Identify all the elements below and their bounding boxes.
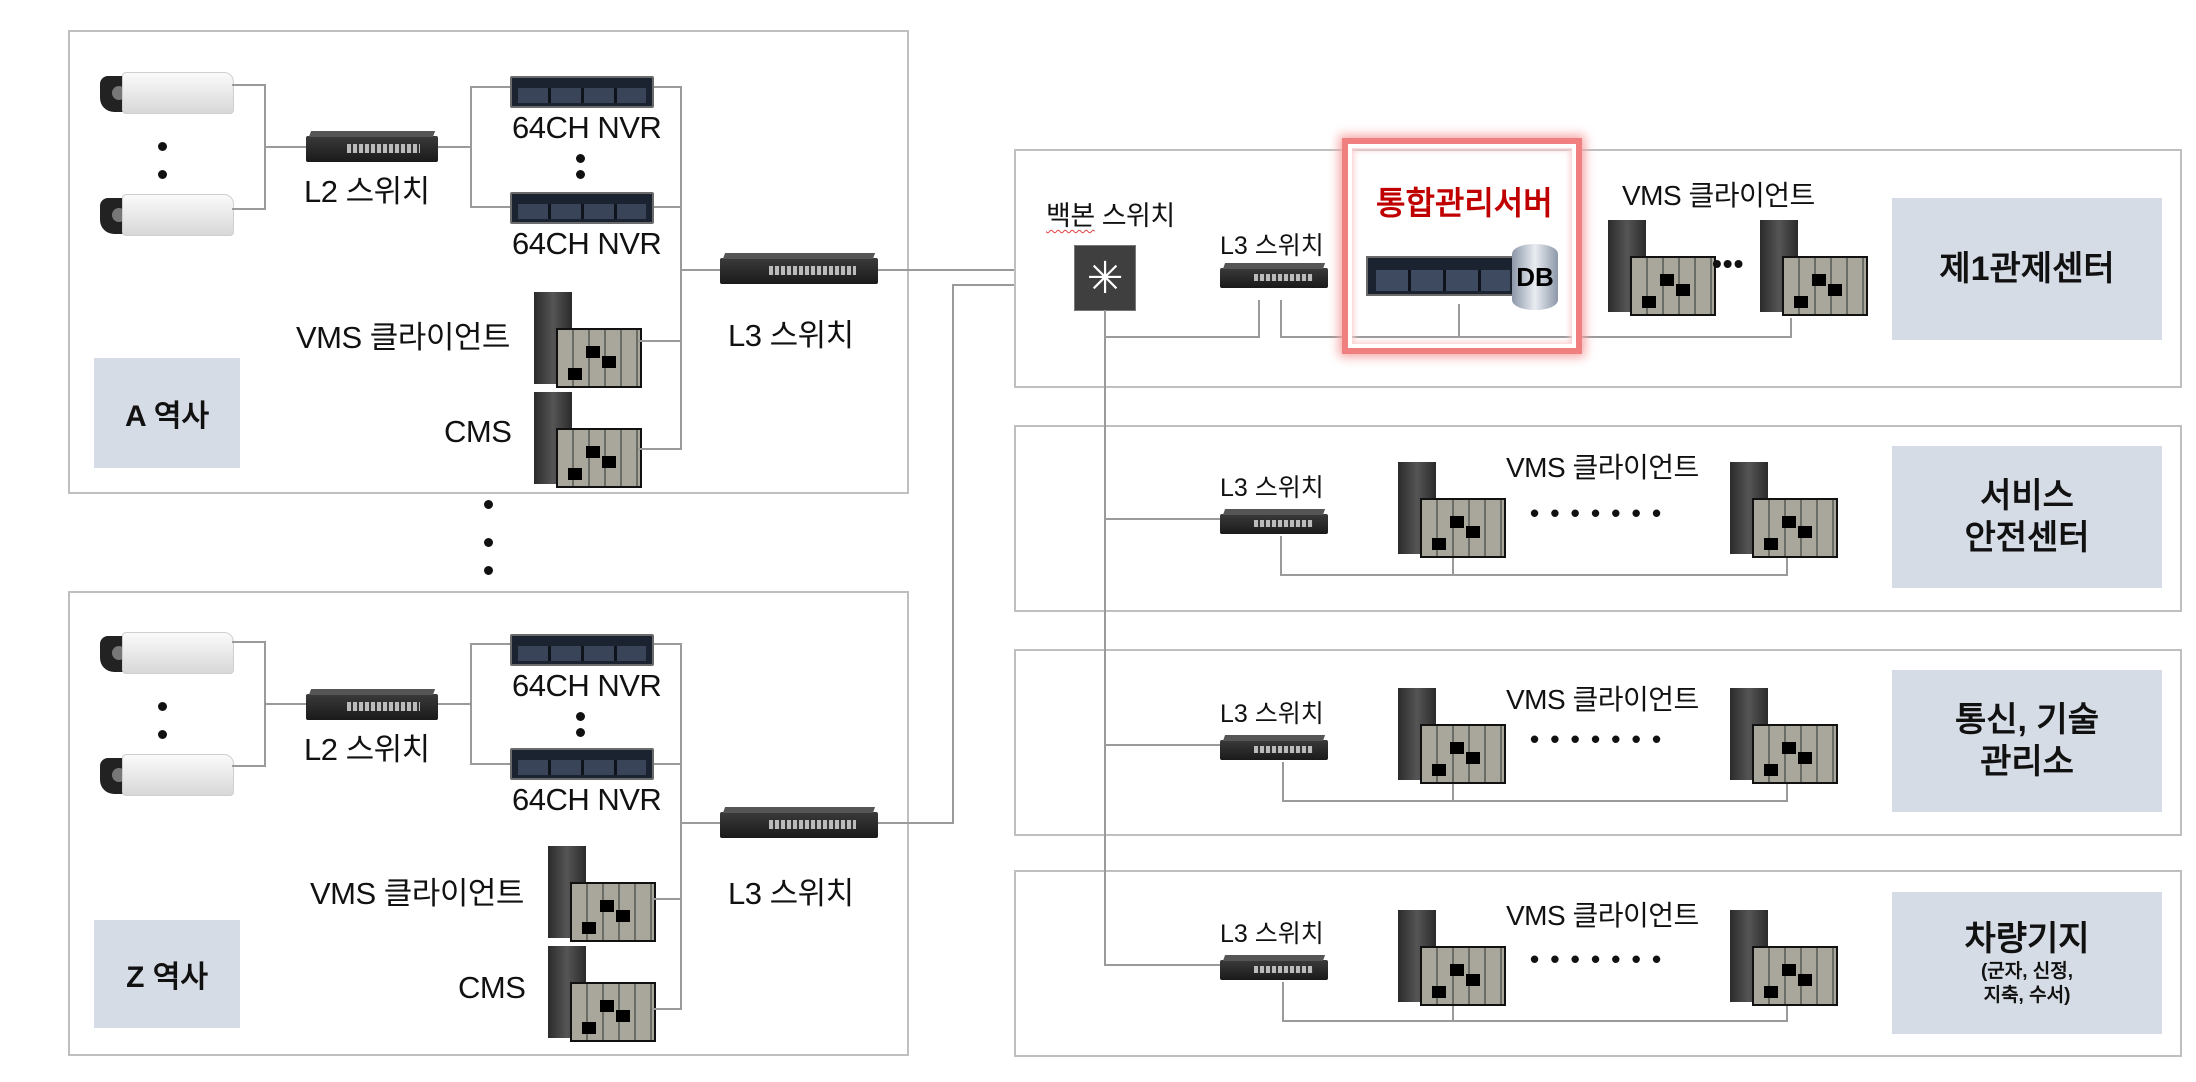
nvr-icon	[510, 634, 654, 666]
l3-switch-label: L3 스위치	[728, 318, 854, 353]
ellipsis: •••	[1712, 248, 1745, 279]
center4-l3-switch-label: L3 스위치	[1220, 920, 1324, 948]
vms-client-workstation-icon	[1730, 688, 1838, 784]
center1-label: 제1관제센터	[1892, 198, 2162, 340]
l2-switch-icon	[306, 694, 438, 720]
cms-workstation-icon	[548, 946, 656, 1042]
vms-client-workstation-icon	[1398, 910, 1506, 1006]
camera-icon	[100, 192, 235, 242]
integrated-server-title: 통합관리서버	[1376, 185, 1553, 221]
center2-l3-switch-label: L3 스위치	[1220, 474, 1324, 502]
nvr-label: 64CH NVR	[512, 110, 662, 145]
station-a-label: A 역사	[94, 358, 240, 468]
ellipsis-dot	[158, 170, 167, 179]
camera-icon	[100, 70, 235, 120]
vms-client-workstation-icon	[1398, 462, 1506, 558]
backbone-switch-icon: ✳	[1074, 245, 1136, 311]
center4-vms-client-label: VMS 클라이언트	[1506, 900, 1699, 931]
vms-client-workstation-icon	[1608, 220, 1716, 316]
l3-switch-icon	[720, 812, 878, 838]
ellipsis-dot	[484, 566, 493, 575]
camera-icon	[100, 752, 235, 802]
integrated-server-highlight	[1342, 138, 1582, 354]
database-icon: DB	[1512, 244, 1558, 310]
ellipsis-dot	[576, 170, 585, 179]
l3-switch-icon	[1220, 268, 1328, 288]
ellipsis-dot	[484, 500, 493, 509]
l3-switch-icon	[720, 258, 878, 284]
ellipsis-dot	[158, 702, 167, 711]
nvr-label: 64CH NVR	[512, 226, 662, 261]
integrated-server-icon	[1366, 256, 1520, 296]
nvr-icon	[510, 192, 654, 224]
nvr-icon	[510, 76, 654, 108]
backbone-switch-label: 백본 스위치	[1046, 201, 1175, 231]
vms-client-workstation-icon	[1760, 220, 1868, 316]
nvr-icon	[510, 748, 654, 780]
vms-client-workstation-icon	[1730, 910, 1838, 1006]
l3-switch-icon	[1220, 514, 1328, 534]
ellipsis-dot	[576, 154, 585, 163]
l2-switch-label: L2 스위치	[304, 174, 430, 209]
ellipsis: • • • • • • •	[1530, 724, 1664, 754]
ellipsis-dot	[158, 730, 167, 739]
ellipsis-dot	[484, 538, 493, 547]
center2-vms-client-label: VMS 클라이언트	[1506, 452, 1699, 483]
cms-workstation-icon	[534, 392, 642, 488]
l3-switch-label: L3 스위치	[728, 876, 854, 911]
cms-label: CMS	[444, 414, 512, 449]
l3-switch-icon	[1220, 960, 1328, 980]
camera-icon	[100, 630, 235, 680]
center3-vms-client-label: VMS 클라이언트	[1506, 684, 1699, 715]
vms-client-label: VMS 클라이언트	[310, 876, 524, 911]
center3-l3-switch-label: L3 스위치	[1220, 700, 1324, 728]
l3-switch-icon	[1220, 740, 1328, 760]
vms-client-workstation-icon	[1730, 462, 1838, 558]
center2-label: 서비스 안전센터	[1892, 446, 2162, 588]
ellipsis-dot	[158, 142, 167, 151]
l2-switch-icon	[306, 136, 438, 162]
vms-client-workstation-icon	[534, 292, 642, 388]
ellipsis: • • • • • • •	[1530, 944, 1664, 974]
center1-l3-switch-label: L3 스위치	[1220, 232, 1324, 260]
vms-client-label: VMS 클라이언트	[296, 320, 510, 355]
ellipsis-dot	[576, 728, 585, 737]
vms-client-workstation-icon	[548, 846, 656, 942]
center3-label: 통신, 기술 관리소	[1892, 670, 2162, 812]
ellipsis: • • • • • • •	[1530, 498, 1664, 528]
vms-client-workstation-icon	[1398, 688, 1506, 784]
nvr-label: 64CH NVR	[512, 668, 662, 703]
nvr-label: 64CH NVR	[512, 782, 662, 817]
ellipsis-dot	[576, 712, 585, 721]
center4-label: 차량기지 (군자, 신정, 지축, 수서)	[1892, 892, 2162, 1034]
l2-switch-label: L2 스위치	[304, 732, 430, 767]
station-z-label: Z 역사	[94, 920, 240, 1028]
center1-vms-client-label: VMS 클라이언트	[1622, 180, 1815, 211]
cms-label: CMS	[458, 970, 526, 1005]
